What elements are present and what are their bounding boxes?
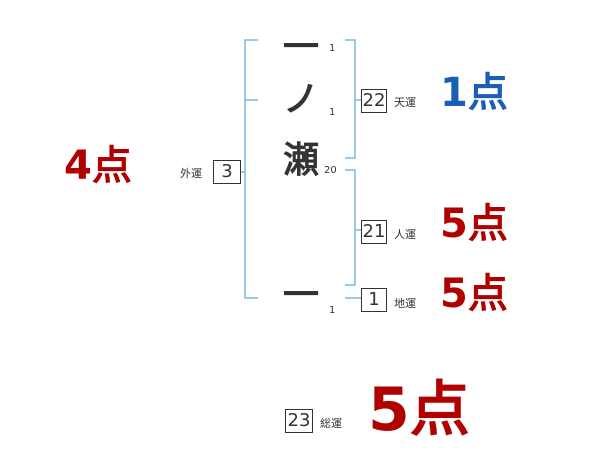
jinkaku-bracket [345, 169, 356, 286]
soukaku-score: 5点 [368, 375, 470, 445]
tenkaku-bracket [345, 39, 356, 159]
gaikaku-label: 外運 [180, 167, 202, 180]
jinkaku-score: 5点 [440, 201, 508, 247]
gaikaku-value-box: 3 [213, 160, 241, 184]
soukaku-label: 総運 [320, 417, 342, 430]
chikaku-label: 地運 [394, 297, 416, 310]
jinkaku-label: 人運 [394, 228, 416, 241]
name-character-3: 瀬 [283, 140, 320, 181]
outer-left-bracket [244, 39, 258, 299]
stroke-count-2: 1 [329, 107, 336, 118]
stroke-count-1: 1 [329, 43, 336, 54]
name-character-1: 一 [283, 27, 320, 68]
gaikaku-score: 4点 [64, 143, 132, 189]
soukaku-value-box: 23 [285, 409, 313, 433]
tenkaku-value-box: 22 [361, 89, 387, 113]
tenkaku-score: 1点 [440, 70, 508, 116]
stroke-count-4: 1 [329, 305, 336, 316]
chikaku-score: 5点 [440, 271, 508, 317]
jinkaku-value-box: 21 [361, 220, 387, 244]
name-character-4: 一 [283, 275, 320, 316]
stroke-count-3: 20 [324, 165, 337, 176]
tenkaku-label: 天運 [394, 96, 416, 109]
name-character-2: ノ [283, 79, 320, 120]
chikaku-value-box: 1 [361, 288, 387, 312]
